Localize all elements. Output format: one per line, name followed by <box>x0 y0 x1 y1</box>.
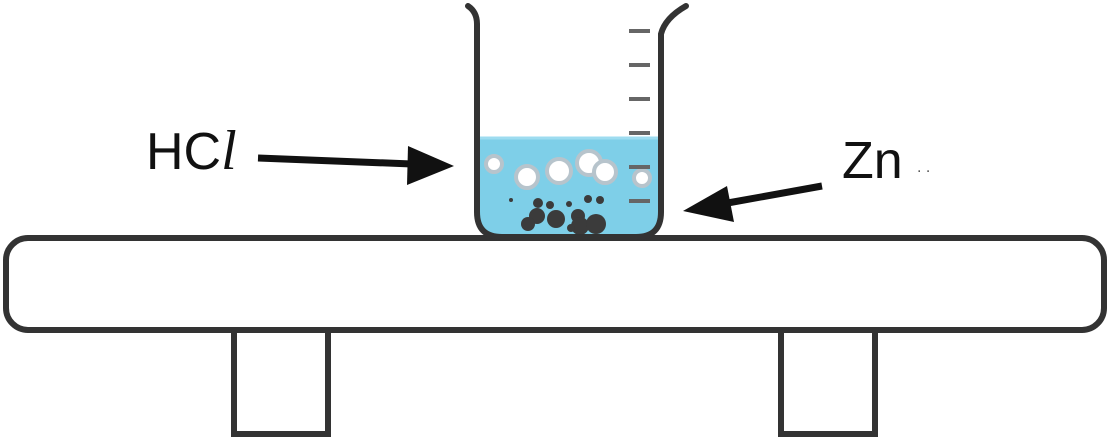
zinc-particle <box>586 214 606 234</box>
zinc-arrow-head <box>683 186 734 222</box>
bubble <box>514 164 540 190</box>
metal-label-mark: . . <box>917 159 930 176</box>
bubble <box>592 159 618 185</box>
zinc-particle <box>509 198 513 202</box>
zinc-particle <box>546 201 554 209</box>
beaker-graduations <box>629 29 650 203</box>
bubble <box>484 154 504 174</box>
zinc-particle <box>584 195 592 203</box>
zinc-arrow-shaft <box>721 182 823 208</box>
zinc-particle <box>521 217 535 231</box>
acid-arrow-head <box>407 146 454 185</box>
hydrochloric-acid-liquid <box>478 137 658 236</box>
table-leg-left <box>231 327 331 437</box>
hydrogen-bubbles <box>484 149 652 190</box>
table-leg-right <box>778 327 878 437</box>
bubble <box>545 157 573 185</box>
zinc-particle <box>596 196 604 204</box>
zinc-particle <box>547 210 565 228</box>
zinc-pointer-arrow <box>683 182 823 222</box>
metal-label: Zn <box>842 132 903 190</box>
zinc-granules <box>509 195 606 235</box>
acid-label-suffix: l <box>221 120 237 182</box>
bubble <box>632 168 652 188</box>
zinc-particle <box>571 217 589 235</box>
acid-pointer-arrow <box>257 146 454 185</box>
zinc-particle <box>566 201 572 207</box>
table-top <box>3 235 1107 333</box>
acid-label-prefix: HC <box>146 123 221 181</box>
beaker-outline <box>465 3 689 240</box>
zinc-particle <box>533 198 543 208</box>
zinc-particle <box>567 224 575 232</box>
acid-arrow-shaft <box>257 154 413 168</box>
acid-label: HCl <box>146 120 237 182</box>
